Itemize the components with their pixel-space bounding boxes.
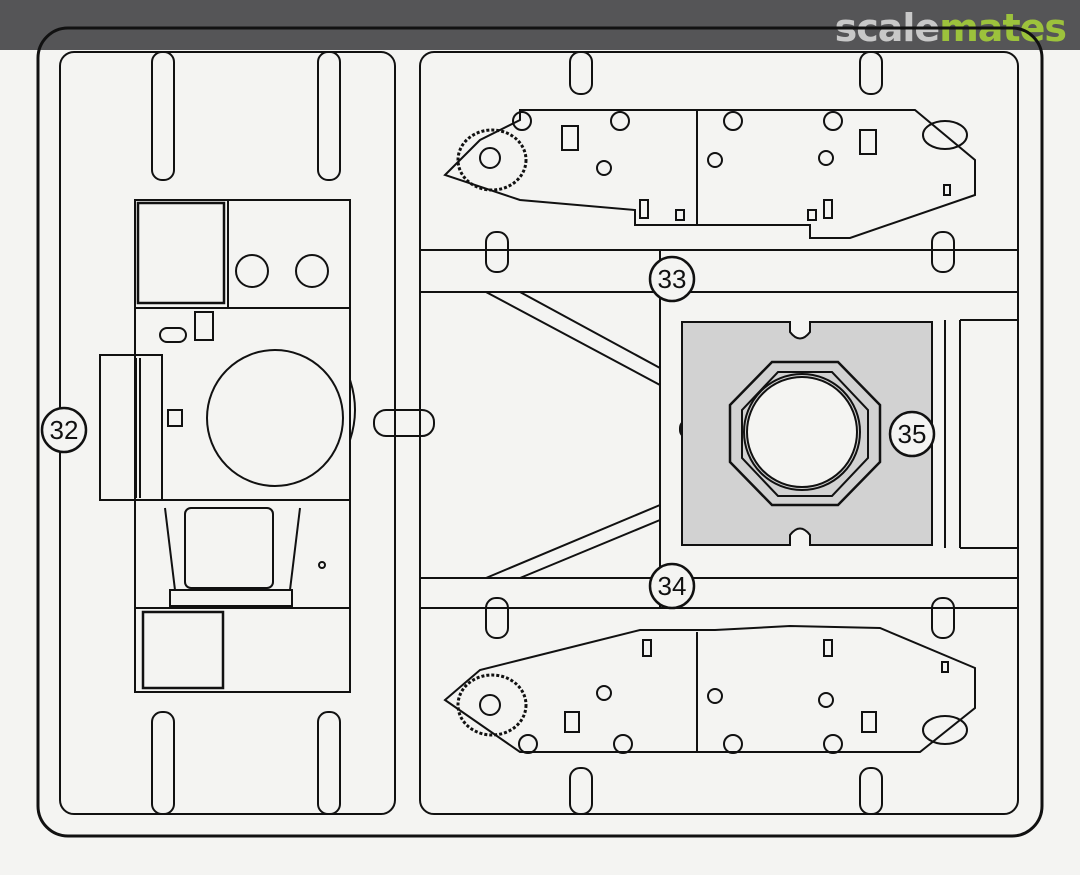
part-32-hull-deck <box>99 199 356 693</box>
part-33-side-hull <box>443 109 976 239</box>
label-34-text: 34 <box>658 571 687 601</box>
label-32-text: 32 <box>50 415 79 445</box>
label-35-text: 35 <box>898 419 927 449</box>
label-33-text: 33 <box>658 264 687 294</box>
label-35: 35 <box>888 410 936 458</box>
label-32: 32 <box>40 406 88 454</box>
part-34-side-hull <box>443 624 976 754</box>
label-33: 33 <box>648 255 696 303</box>
label-34: 34 <box>648 562 696 610</box>
sprue-frame <box>36 26 1044 838</box>
part-35-turret-plate <box>681 321 933 546</box>
